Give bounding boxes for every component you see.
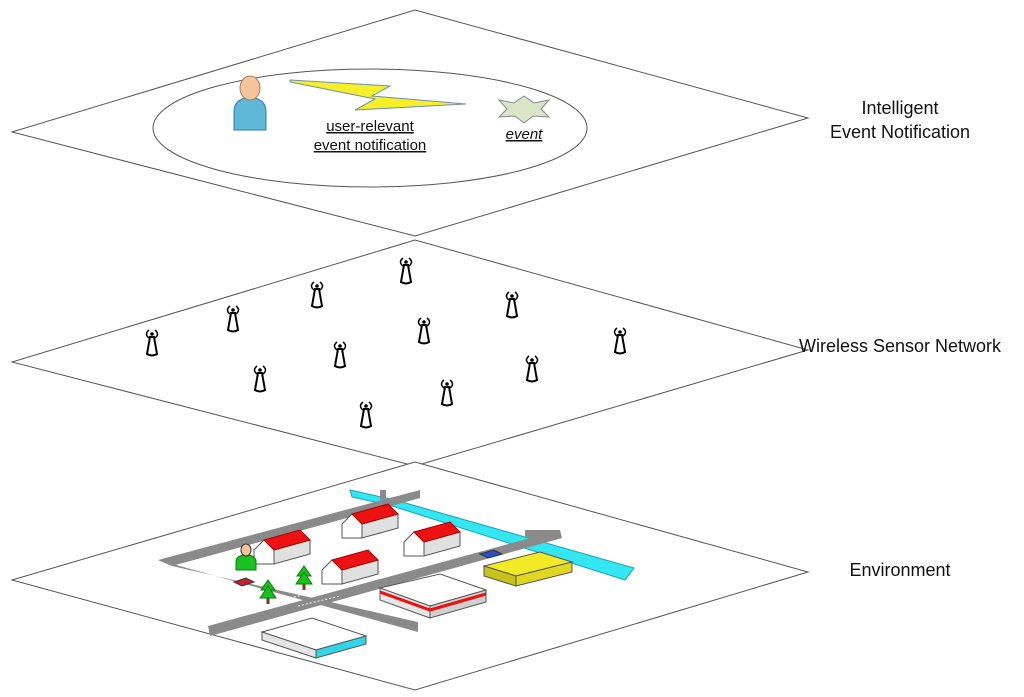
sensor-antenna-icon <box>253 365 267 393</box>
layer-label-notification-line2: Event Notification <box>829 122 971 142</box>
tree-icon <box>259 579 277 604</box>
sensor-antenna-icon <box>399 257 413 285</box>
sensor-antenna-icon <box>310 281 324 309</box>
top-plane: user-relevant event notification event <box>10 9 810 237</box>
layer-label-notification-line1: Intelligent <box>861 98 939 118</box>
sensor-antenna-icon <box>226 305 240 333</box>
sensor-antenna-icon <box>613 327 627 355</box>
sensor-antenna-icon <box>145 329 159 357</box>
middle-plane <box>10 239 810 467</box>
house-icon <box>403 521 461 557</box>
bottom-plane <box>10 461 810 691</box>
sensor-group <box>145 257 627 429</box>
notification-label-line1: user-relevant <box>326 118 414 135</box>
crosswalk <box>289 587 341 607</box>
lightning-icon <box>289 79 467 111</box>
houses-group <box>253 503 461 585</box>
car-icon <box>478 549 504 559</box>
event-label: event <box>506 126 544 143</box>
notification-label-line2: event notification <box>314 137 427 154</box>
house-icon <box>321 549 379 585</box>
house-icon <box>253 529 311 565</box>
person-icon <box>233 75 267 131</box>
house-icon <box>341 503 399 539</box>
trees-group <box>259 565 313 604</box>
sensor-antenna-icon <box>359 401 373 429</box>
sensor-antenna-icon <box>440 379 454 407</box>
layer-label-sensor-network: Wireless Sensor Network <box>798 336 1002 356</box>
sensor-antenna-icon <box>417 317 431 345</box>
tree-icon <box>295 565 313 590</box>
event-star-icon <box>497 95 551 124</box>
sensor-antenna-icon <box>333 341 347 369</box>
sensor-antenna-icon <box>505 291 519 319</box>
sensor-antenna-icon <box>525 355 539 383</box>
warehouse-building <box>378 573 488 619</box>
layer-label-environment: Environment <box>849 560 951 580</box>
layer-label-notification: Intelligent Event Notification <box>800 96 1000 144</box>
notification-scope-ellipse <box>152 68 588 188</box>
car-icon <box>232 577 256 587</box>
person-icon <box>235 543 257 571</box>
yellow-building <box>482 551 574 587</box>
cyan-building <box>260 617 368 659</box>
roads <box>158 490 562 636</box>
